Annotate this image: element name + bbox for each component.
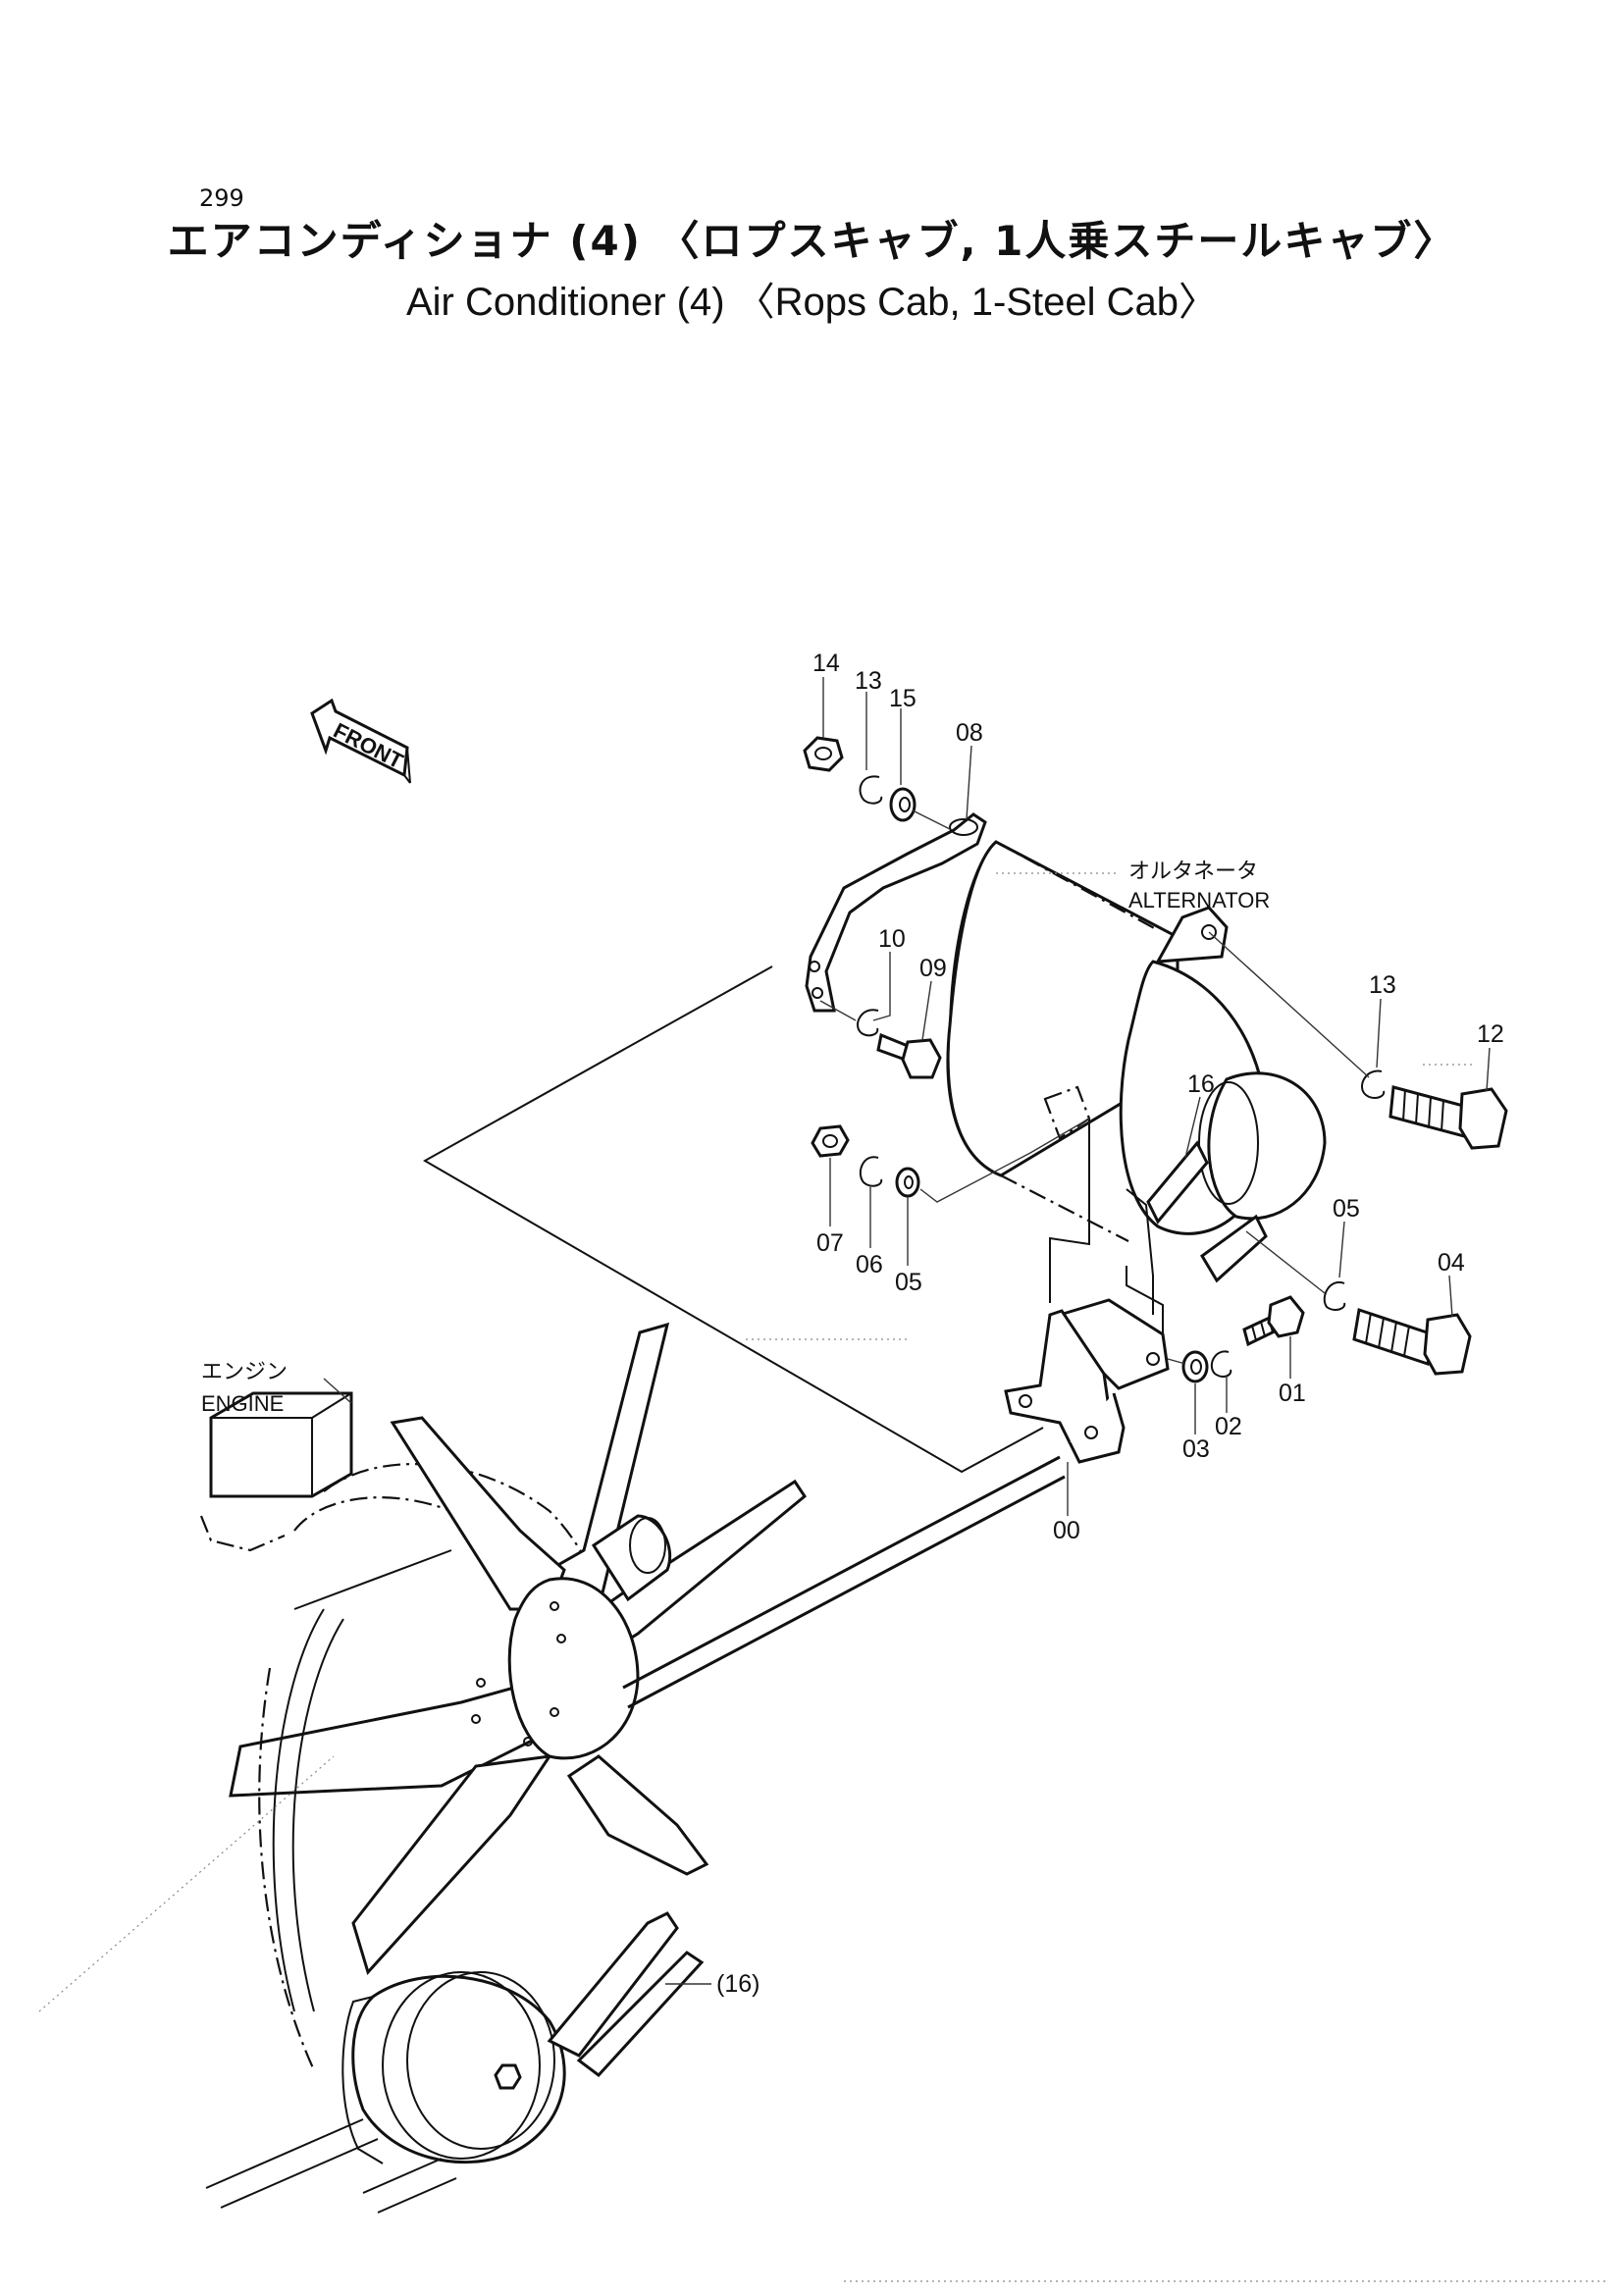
part-callouts: 14 13 15 08 10 09 13 12 16 07 06 05 05 0…: [716, 650, 1504, 1998]
spring-washer-13-upper: [859, 775, 883, 805]
spring-washer-06: [859, 1156, 883, 1187]
construction-line: [38, 1755, 335, 2012]
engine-label-jp: エンジン: [201, 1360, 288, 1384]
assembly-line-08: [912, 809, 951, 830]
washer-10: [857, 1009, 879, 1037]
title-english: Air Conditioner (4) 〈Rops Cab, 1-Steel C…: [405, 281, 1218, 324]
assembly-line-05-right: [1245, 1230, 1326, 1294]
callout-16-reference: (16): [716, 1970, 760, 1998]
nut-14: [803, 736, 844, 772]
spring-washer-02: [1210, 1350, 1232, 1378]
callout-12: 12: [1477, 1020, 1504, 1048]
callout-09: 09: [919, 955, 947, 982]
assembly-line-03: [1167, 1358, 1186, 1365]
front-arrow-icon: FRONT: [310, 698, 411, 784]
assembly-line-13: [1208, 931, 1370, 1078]
mounting-plane-outline: [422, 965, 1044, 1474]
callout-13-right: 13: [1369, 971, 1396, 999]
adjusting-bracket: [1004, 1119, 1170, 1464]
crank-pulley: [205, 1911, 705, 2214]
callout-15: 15: [889, 685, 917, 712]
title-japanese: エアコンディショナ (4) 〈ロプスキャブ, 1人乗スチールキャブ〉: [167, 217, 1457, 265]
engine-block: [199, 1391, 353, 1552]
washer-03: [1181, 1350, 1209, 1383]
engine-label-en: ENGINE: [201, 1391, 284, 1416]
alternator: [946, 840, 1327, 1242]
component-labels: オルタネータ ALTERNATOR エンジン ENGINE: [201, 860, 1270, 1416]
callout-14: 14: [812, 650, 840, 677]
callout-04: 04: [1438, 1249, 1465, 1277]
alternator-bracket: [805, 812, 987, 1013]
callout-05-right: 05: [1333, 1195, 1360, 1223]
washer-15: [889, 787, 917, 822]
bolt-12: [1388, 1085, 1508, 1150]
callout-13-upper: 13: [855, 667, 882, 695]
callout-16: 16: [1187, 1070, 1215, 1098]
callout-06: 06: [856, 1251, 883, 1278]
alternator-label-jp: オルタネータ: [1128, 860, 1258, 884]
callout-07: 07: [816, 1229, 844, 1257]
callout-05-left: 05: [895, 1269, 922, 1296]
front-arrow-label: FRONT: [330, 718, 407, 774]
callout-10: 10: [878, 925, 906, 953]
callout-00: 00: [1053, 1517, 1080, 1544]
v-belt-lower: [258, 1455, 1066, 2071]
callout-01: 01: [1279, 1380, 1306, 1407]
bolt-09: [876, 1032, 942, 1079]
cooling-fan: [229, 1322, 808, 1975]
spring-washer-05-right: [1323, 1280, 1346, 1311]
assembly-line-10: [819, 1000, 857, 1021]
page-number: 299: [199, 184, 244, 212]
washer-05-left: [895, 1167, 920, 1198]
nut-07: [811, 1124, 850, 1158]
callout-02: 02: [1215, 1413, 1242, 1440]
spring-washer-13-right: [1361, 1069, 1386, 1099]
callout-leaders: [323, 677, 1491, 1985]
assembly-line-05-left: [919, 1118, 1090, 1203]
alternator-label-en: ALTERNATOR: [1128, 888, 1270, 912]
v-belt-upper: [1126, 1140, 1268, 1315]
callout-08: 08: [956, 719, 983, 747]
bolt-01: [1242, 1295, 1305, 1347]
bolt-04: [1352, 1308, 1472, 1376]
callout-03: 03: [1182, 1435, 1210, 1463]
